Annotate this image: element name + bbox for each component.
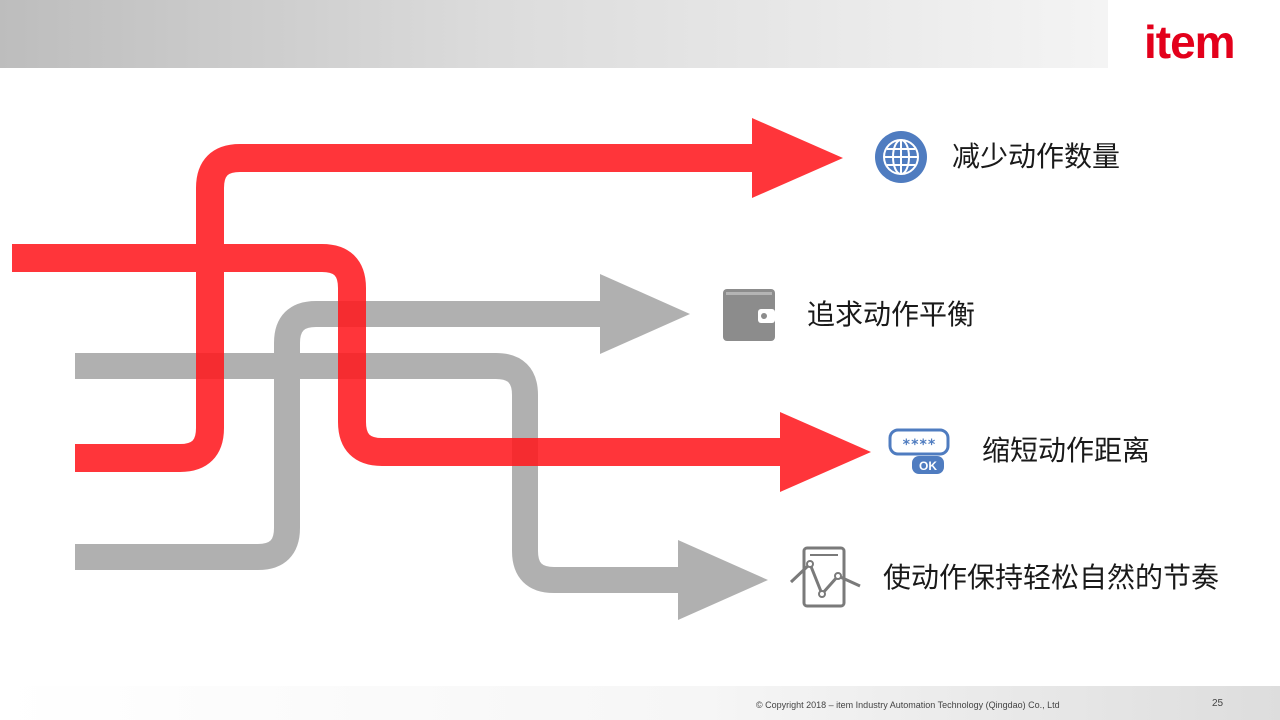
arrow-head-4 xyxy=(678,540,768,620)
arrow-path-3 xyxy=(12,244,780,466)
item-label-balance-actions: 追求动作平衡 xyxy=(807,298,976,331)
item-label-reduce-actions: 减少动作数量 xyxy=(952,140,1121,173)
arrow-head-1 xyxy=(752,118,843,198)
arrow-head-3 xyxy=(780,412,871,492)
item-label-natural-rhythm: 使动作保持轻松自然的节奏 xyxy=(883,561,1220,594)
copyright-text: © Copyright 2018 – item Industry Automat… xyxy=(756,700,1060,710)
page-number: 25 xyxy=(1212,698,1224,709)
arrow-path-4 xyxy=(75,353,678,593)
header-band xyxy=(0,0,1108,68)
arrow-path-1 xyxy=(75,144,752,472)
svg-text:OK: OK xyxy=(919,459,937,473)
tablet-chart-icon xyxy=(790,546,861,608)
arrow-head-2 xyxy=(600,274,690,354)
footer-band xyxy=(0,686,1280,720)
svg-text:****: **** xyxy=(902,437,936,453)
item-logo: item xyxy=(1144,16,1236,68)
globe-icon xyxy=(875,131,927,183)
wallet-icon xyxy=(723,289,775,341)
password-ok-icon: **** OK xyxy=(888,428,950,474)
item-label-shorten-distance: 缩短动作距离 xyxy=(982,434,1151,467)
arrow-path-2 xyxy=(75,301,600,570)
